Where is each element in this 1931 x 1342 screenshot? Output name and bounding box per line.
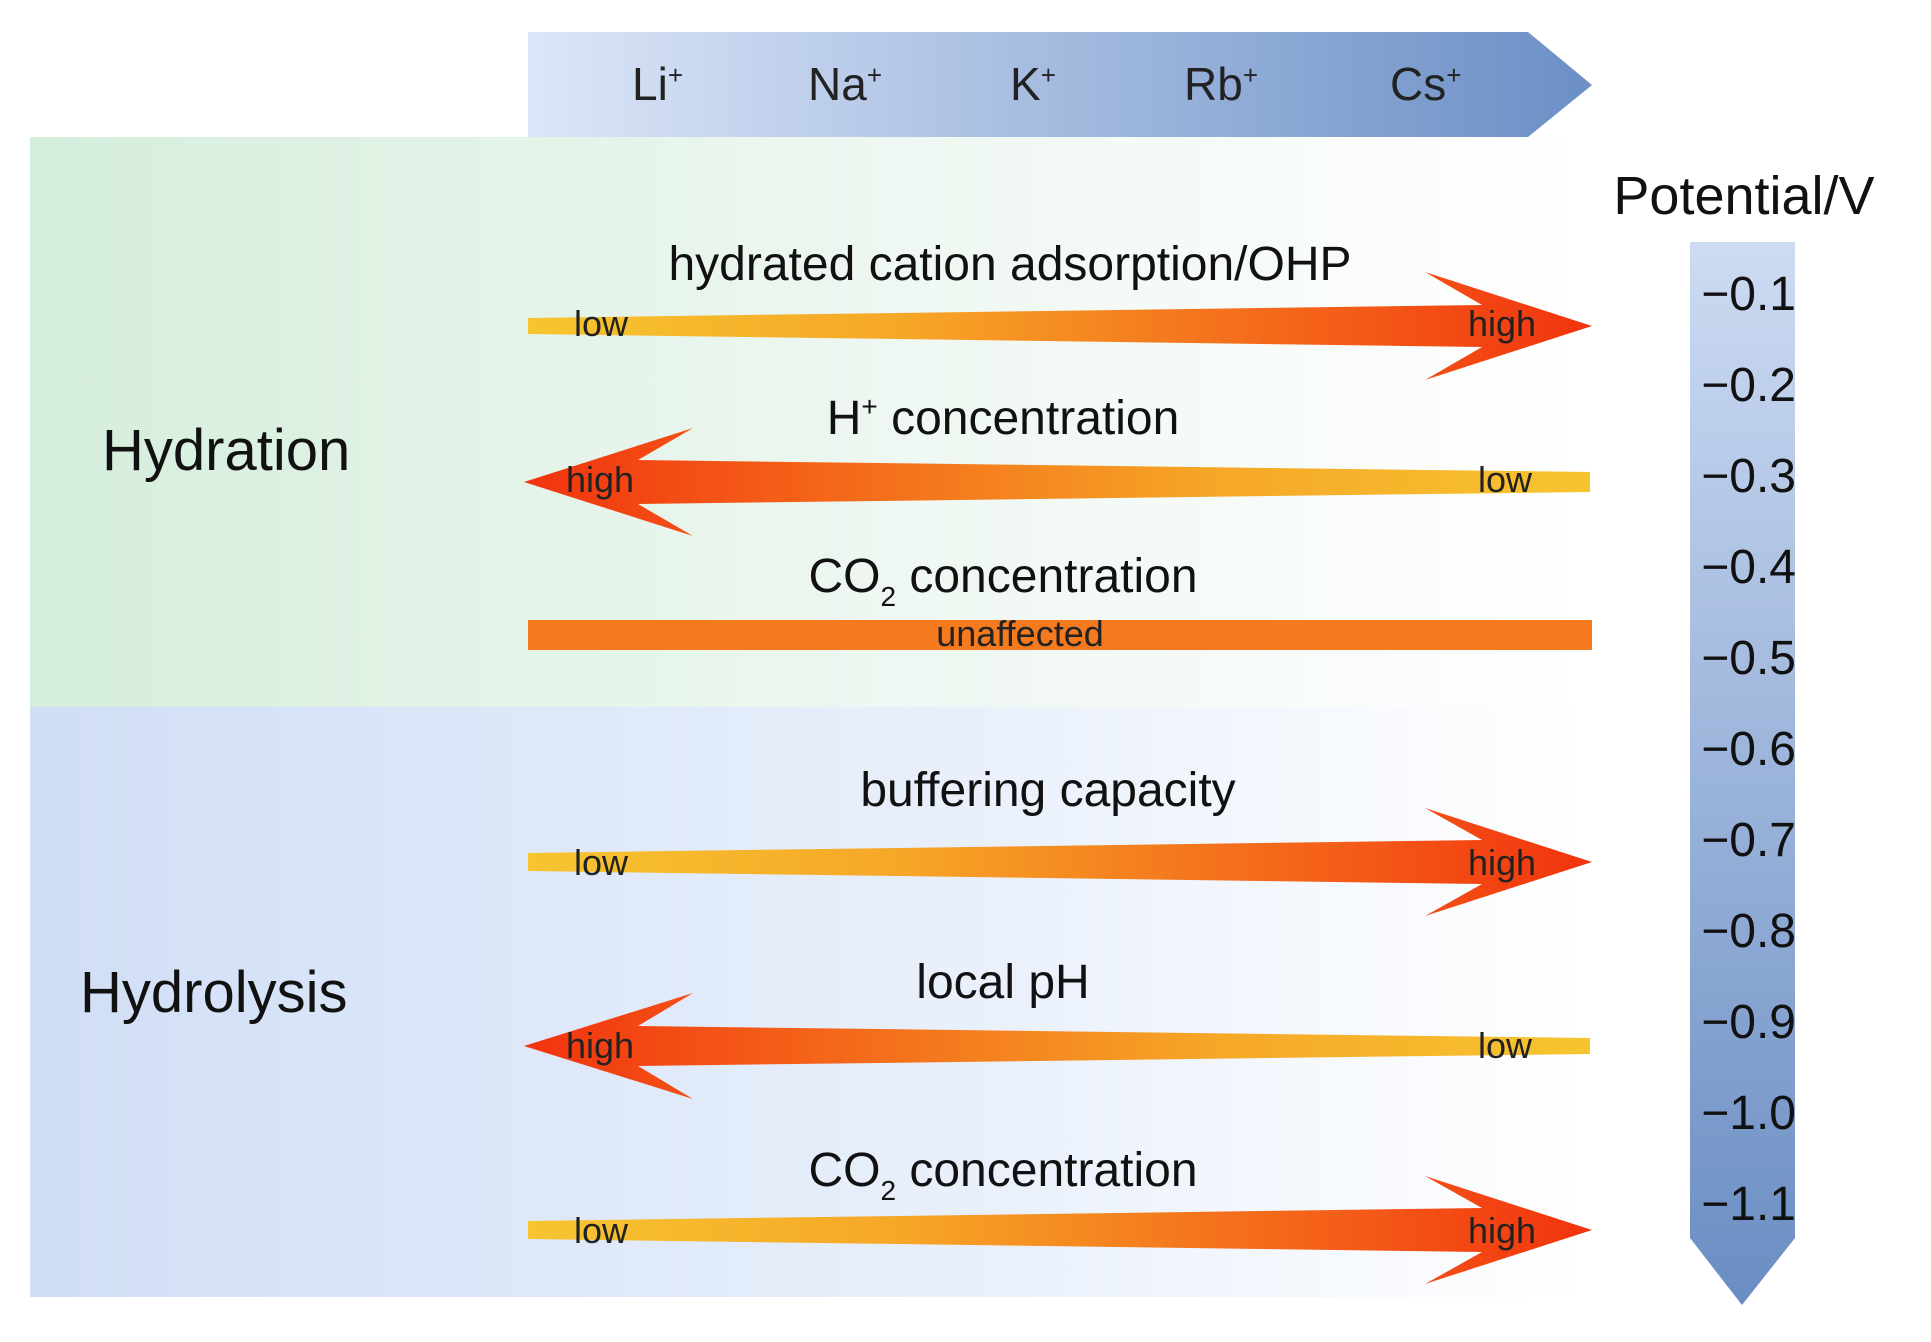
bar-co2-unaffected bbox=[528, 620, 1592, 650]
hydrolysis-title: Hydrolysis bbox=[80, 960, 348, 1025]
svg-text:K+: K+ bbox=[1010, 58, 1056, 110]
arrow-h-concentration bbox=[524, 428, 1590, 536]
row-label-co2-hydrolysis: CO2 concentration bbox=[808, 1144, 1197, 1206]
potential-ticks: −0.1 −0.2 −0.3 −0.4 −0.5 −0.6 −0.7 −0.8 −0.9 −1.0… bbox=[1701, 268, 1796, 1231]
potential-tick-label: −0.8 bbox=[1701, 905, 1796, 958]
arrow-local-ph-high: high bbox=[566, 1025, 634, 1066]
cation-cs: Cs+ bbox=[1390, 58, 1461, 110]
potential-tick-label: −0.6 bbox=[1701, 723, 1796, 776]
hydration-panel bbox=[30, 137, 1590, 707]
potential-tick-label: −0.2 bbox=[1701, 359, 1796, 412]
potential-tick-label: −0.3 bbox=[1701, 450, 1796, 503]
potential-tick-label: −0.5 bbox=[1701, 632, 1796, 685]
svg-text:Cs+: Cs+ bbox=[1390, 58, 1461, 110]
arrow-local-ph bbox=[524, 993, 1590, 1099]
row-label-adsorption: hydrated cation adsorption/OHP bbox=[668, 238, 1351, 291]
row-label-buffering: buffering capacity bbox=[860, 764, 1235, 817]
arrow-co2-hydrolysis-high: high bbox=[1468, 1210, 1536, 1251]
arrow-local-ph-low: low bbox=[1478, 1025, 1533, 1066]
arrow-co2-hydrolysis-low: low bbox=[574, 1210, 629, 1251]
potential-tick-label: −0.9 bbox=[1701, 996, 1796, 1049]
arrow-buffering-low: low bbox=[574, 842, 629, 883]
arrow-h-concentration-low: low bbox=[1478, 459, 1533, 500]
svg-text:Rb+: Rb+ bbox=[1184, 58, 1258, 110]
potential-title: Potential/V bbox=[1613, 166, 1874, 226]
row-label-local-ph: local pH bbox=[916, 956, 1089, 1009]
potential-tick-label: −0.4 bbox=[1701, 541, 1796, 594]
cation-li: Li+ bbox=[632, 58, 683, 110]
arrow-co2-hydrolysis bbox=[528, 1176, 1592, 1284]
cation-rb: Rb+ bbox=[1184, 58, 1258, 110]
cation-series-arrow bbox=[528, 32, 1592, 137]
arrow-buffering bbox=[528, 808, 1592, 916]
arrow-adsorption-high: high bbox=[1468, 303, 1536, 344]
potential-tick-label: −1.0 bbox=[1701, 1087, 1796, 1140]
hydration-title: Hydration bbox=[102, 418, 350, 483]
arrow-buffering-high: high bbox=[1468, 842, 1536, 883]
svg-text:Na+: Na+ bbox=[808, 58, 882, 110]
potential-scale-arrow bbox=[1690, 242, 1795, 1305]
cation-na: Na+ bbox=[808, 58, 882, 110]
arrow-adsorption bbox=[528, 272, 1592, 380]
hydrolysis-panel bbox=[30, 707, 1590, 1297]
cation-k: K+ bbox=[1010, 58, 1056, 110]
row-label-co2-hydration: CO2 concentration bbox=[808, 550, 1197, 612]
potential-tick-label: −0.7 bbox=[1701, 814, 1796, 867]
potential-tick-label: −0.1 bbox=[1701, 268, 1796, 321]
row-label-h-concentration: H+ concentration bbox=[827, 391, 1180, 445]
arrow-h-concentration-high: high bbox=[566, 459, 634, 500]
potential-tick-label: −1.1 bbox=[1701, 1178, 1796, 1231]
bar-co2-unaffected-label: unaffected bbox=[936, 613, 1103, 654]
arrow-adsorption-low: low bbox=[574, 303, 629, 344]
svg-text:Li+: Li+ bbox=[632, 58, 683, 110]
